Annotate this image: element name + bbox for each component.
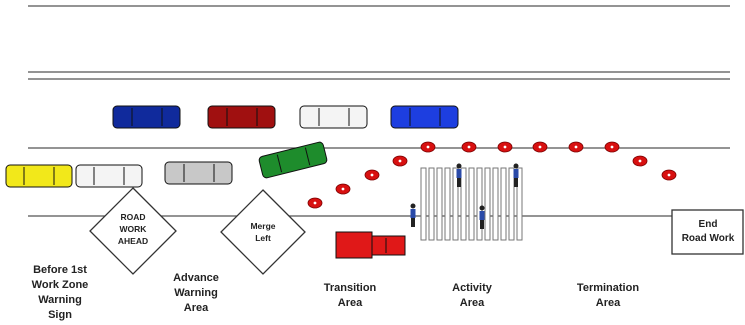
sign-line-2: WORK — [120, 224, 148, 234]
activity-area-barriers — [420, 167, 523, 241]
sign-line-1: End — [699, 219, 718, 230]
road-work-ahead-sign: ROAD WORK AHEAD — [89, 187, 177, 275]
traffic-cones — [307, 141, 677, 209]
car-blue-dark — [112, 105, 181, 129]
zone-label-line: Warning — [174, 287, 218, 299]
zone-label-line: Warning — [38, 294, 82, 306]
zone-label-transition: Transition Area — [324, 282, 377, 309]
sign-line-1: Merge — [250, 221, 275, 231]
zone-label-line: Work Zone — [32, 279, 89, 291]
zone-label-line: Sign — [48, 309, 72, 321]
truck-icon — [335, 231, 406, 259]
sign-line-2: Road Work — [682, 233, 735, 244]
worker-icon — [410, 203, 416, 227]
worker-icon — [513, 163, 519, 187]
car-blue — [390, 105, 459, 129]
zone-label-line: Advance — [173, 272, 219, 284]
zone-label-before: Before 1st Work Zone Warning Sign — [32, 264, 89, 321]
car-gray — [164, 161, 233, 185]
zone-label-line: Area — [596, 297, 621, 309]
merge-left-sign: Merge Left — [220, 189, 306, 275]
car-green-merging — [258, 141, 328, 179]
zone-label-line: Before 1st — [33, 264, 87, 276]
traffic-cone-centers — [313, 145, 671, 205]
zone-label-line: Activity — [452, 282, 493, 294]
end-road-work-sign: End Road Work — [671, 209, 744, 255]
worker-icon — [479, 205, 485, 229]
car-white-top — [299, 105, 368, 129]
worker-icon — [456, 163, 462, 187]
car-yellow — [5, 164, 73, 188]
zone-label-advance: Advance Warning Area — [173, 272, 219, 314]
sign-line-3: AHEAD — [118, 236, 148, 246]
zone-label-line: Transition — [324, 282, 377, 294]
sign-line-1: ROAD — [120, 212, 145, 222]
zone-label-activity: Activity Area — [452, 282, 493, 309]
zone-label-line: Area — [460, 297, 485, 309]
zone-label-line: Area — [338, 297, 363, 309]
car-red — [207, 105, 276, 129]
zone-label-termination: Termination Area — [577, 282, 639, 309]
zone-label-line: Termination — [577, 282, 639, 294]
zone-label-line: Area — [184, 302, 209, 314]
sign-line-2: Left — [255, 233, 271, 243]
car-white-bottom — [75, 164, 143, 188]
